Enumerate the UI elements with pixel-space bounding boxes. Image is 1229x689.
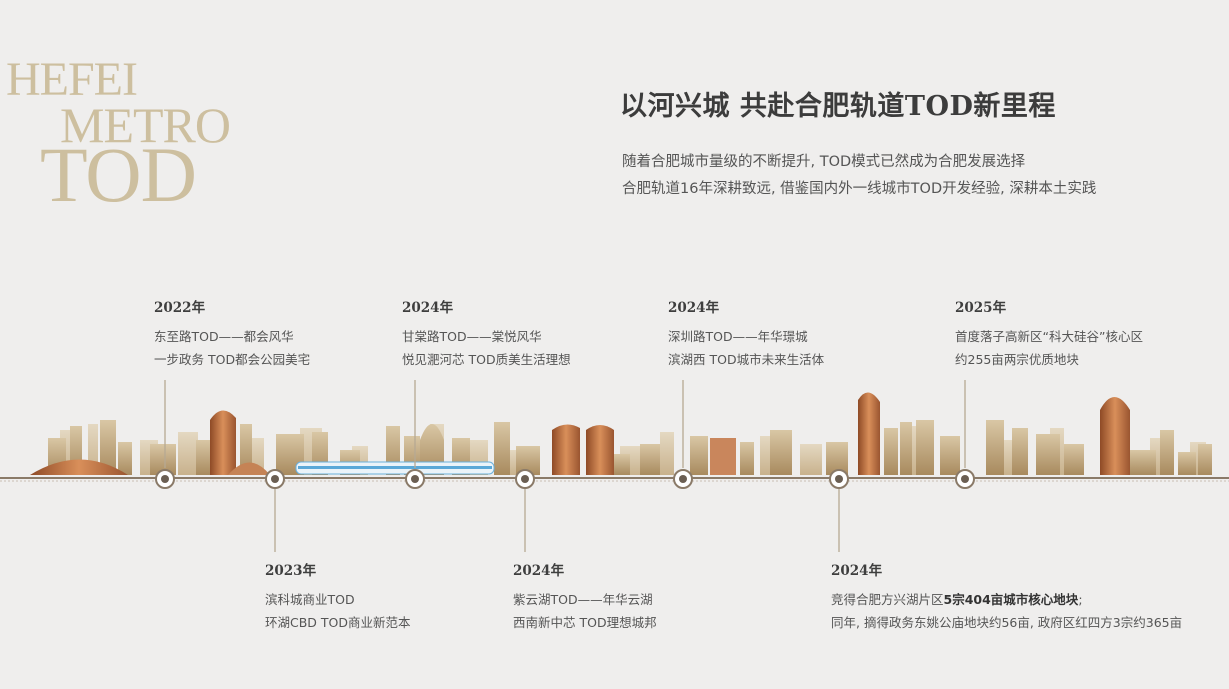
- timeline-node-2023: [265, 469, 285, 489]
- entry-line-1-highlight: 5宗404亩城市核心地块: [943, 592, 1079, 607]
- timeline-entry-2024-ziyunhu: 2024年 紫云湖TOD——年华云湖 西南新中芯 TOD理想城邦: [513, 559, 657, 634]
- logo-line-tod: TOD: [40, 131, 197, 218]
- metro-train: [295, 461, 495, 475]
- entry-year: 2024年: [513, 563, 565, 579]
- timeline-node-2024a: [405, 469, 425, 489]
- entry-year: 2025年: [955, 300, 1007, 316]
- timeline-node-2025: [955, 469, 975, 489]
- entry-line-2: 环湖CBD TOD商业新范本: [265, 615, 411, 630]
- timeline-entry-2023: 2023年 滨科城商业TOD 环湖CBD TOD商业新范本: [265, 559, 411, 634]
- entry-year: 2022年: [154, 300, 206, 316]
- logo-line-hefei: HEFEI: [6, 53, 138, 106]
- entry-line-1: 东至路TOD——都会风华: [154, 329, 294, 344]
- landmark-towers: [30, 392, 1130, 475]
- entry-line-2: 西南新中芯 TOD理想城邦: [513, 615, 657, 630]
- timeline-entry-2024-fangxinghu: 2024年 竞得合肥方兴湖片区5宗404亩城市核心地块; 同年, 摘得政务东姚公…: [831, 559, 1182, 634]
- timeline-entry-2022: 2022年 东至路TOD——都会风华 一步政务 TOD都会公园美宅: [154, 296, 310, 371]
- logo-line-metro: METRO: [60, 97, 231, 153]
- entry-line-1: 紫云湖TOD——年华云湖: [513, 592, 653, 607]
- timeline-entry-2024-shenzhen: 2024年 深圳路TOD——年华璟城 滨湖西 TOD城市未来生活体: [668, 296, 824, 371]
- entry-year: 2023年: [265, 563, 317, 579]
- page-title: 以河兴城 共赴合肥轨道TOD新里程: [620, 91, 1056, 122]
- entry-line-1: 甘棠路TOD——棠悦风华: [402, 329, 542, 344]
- timeline-nodes: [155, 469, 975, 489]
- timeline-node-2022: [155, 469, 175, 489]
- entry-year: 2024年: [668, 300, 720, 316]
- entry-line-1: 滨科城商业TOD: [265, 592, 355, 607]
- entry-line-1: 首度落子高新区“科大硅谷”核心区: [955, 329, 1143, 344]
- entry-year: 2024年: [402, 300, 454, 316]
- timeline-node-2024d: [829, 469, 849, 489]
- entry-line-1-pre: 竞得合肥方兴湖片区: [831, 592, 944, 607]
- entry-line-2: 悦见淝河芯 TOD质美生活理想: [402, 352, 571, 367]
- timeline-node-2024b: [515, 469, 535, 489]
- entry-year: 2024年: [831, 563, 883, 579]
- timeline-entry-2024-gantang: 2024年 甘棠路TOD——棠悦风华 悦见淝河芯 TOD质美生活理想: [402, 296, 571, 371]
- entry-line-2: 约255亩两宗优质地块: [955, 352, 1079, 367]
- entry-line-1: 竞得合肥方兴湖片区5宗404亩城市核心地块;: [831, 588, 1182, 611]
- entry-line-1-post: ;: [1078, 592, 1083, 607]
- subtitle-line-2: 合肥轨道16年深耕致远, 借鉴国内外一线城市TOD开发经验, 深耕本土实践: [622, 181, 1097, 197]
- entry-line-2: 一步政务 TOD都会公园美宅: [154, 352, 311, 367]
- entry-line-1: 深圳路TOD——年华璟城: [668, 329, 808, 344]
- hefei-metro-tod-logo: HEFEI METRO TOD: [6, 56, 246, 216]
- leader-lines: [164, 380, 966, 552]
- subtitle-line-1: 随着合肥城市量级的不断提升, TOD模式已然成为合肥发展选择: [622, 154, 1026, 170]
- entry-line-2: 同年, 摘得政务东姚公庙地块约56亩, 政府区红四方3宗约365亩: [831, 615, 1183, 630]
- entry-line-2: 滨湖西 TOD城市未来生活体: [668, 352, 825, 367]
- timeline-entry-2025: 2025年 首度落子高新区“科大硅谷”核心区 约255亩两宗优质地块: [955, 296, 1143, 371]
- timeline-node-2024c: [673, 469, 693, 489]
- skyline-timeline-graphic: [0, 380, 1229, 552]
